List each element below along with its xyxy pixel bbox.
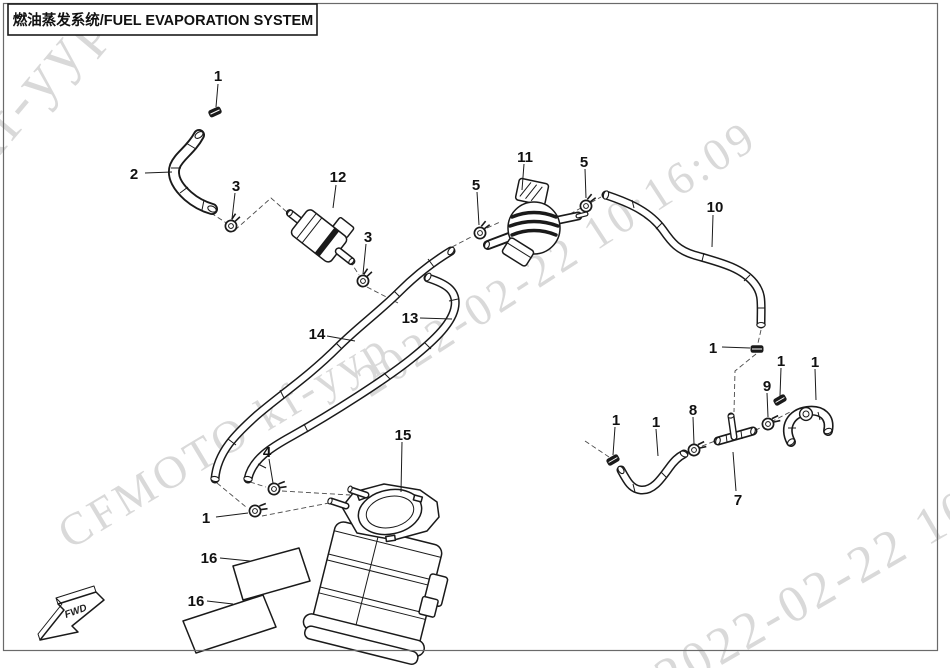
- part-callout-1: 1: [214, 68, 222, 85]
- callout-leader-line: [362, 243, 367, 275]
- ring-clamp-4: [266, 477, 289, 499]
- callout-leader-line: [721, 346, 751, 349]
- callout-leader-line: [711, 214, 714, 248]
- part-callout-14: 14: [309, 326, 326, 343]
- callout-leader-line: [268, 458, 274, 484]
- part-callout-3: 3: [364, 229, 372, 246]
- pad-16-a: [232, 547, 311, 601]
- fwd-marker: FWD: [37, 585, 105, 641]
- part-callout-1: 1: [202, 510, 210, 527]
- part-callout-3: 3: [232, 178, 240, 195]
- callout-leader-line: [144, 171, 173, 174]
- callout-leader-line: [655, 428, 659, 457]
- callout-leader-line: [326, 335, 356, 342]
- callout-leader-line: [419, 317, 453, 320]
- part-callout-1: 1: [709, 340, 717, 357]
- frame-and-title: 燃油蒸发系统/FUEL EVAPORATION SYSTEM: [2, 2, 939, 652]
- title-box: [7, 3, 318, 36]
- valve-11: [483, 177, 589, 267]
- hose-2: [168, 129, 218, 215]
- part-callout-9: 9: [763, 378, 771, 395]
- canister-15: [302, 483, 449, 666]
- part-callout-2: 2: [130, 166, 138, 183]
- part-callout-15: 15: [395, 427, 412, 444]
- drawing-frame: [2, 2, 939, 652]
- page-title: 燃油蒸发系统/FUEL EVAPORATION SYSTEM: [13, 11, 314, 29]
- valve-12: [285, 209, 356, 266]
- callout-leader-line: [476, 191, 480, 226]
- part-callout-11: 11: [517, 149, 533, 166]
- callout-leader-line: [206, 600, 234, 605]
- callout-leader-line: [215, 83, 219, 108]
- callout-leader-line: [732, 451, 737, 492]
- part-callout-1: 1: [652, 414, 660, 431]
- part-callout-13: 13: [402, 310, 419, 327]
- callout-leader-line: [215, 512, 249, 518]
- band-clamp-1: [750, 344, 764, 354]
- hose-14: [210, 246, 456, 484]
- ring-clamp-5: [471, 219, 494, 241]
- part-callout-16: 16: [188, 593, 205, 610]
- hose-13: [243, 272, 460, 484]
- ring-clamp-1: [247, 499, 270, 521]
- callout-leader-line: [766, 392, 769, 418]
- elbow-fitting: [782, 405, 834, 447]
- callout-leader-line: [584, 168, 587, 199]
- band-clamp-1: [207, 105, 223, 119]
- ring-clamp-3: [353, 266, 377, 290]
- callout-leader-line: [692, 416, 695, 445]
- part-callout-16: 16: [201, 550, 218, 567]
- ring-clamp-3: [221, 211, 245, 235]
- hose-10: [601, 190, 766, 329]
- part-callout-5: 5: [472, 177, 480, 194]
- part-callout-4: 4: [263, 444, 272, 461]
- band-clamp-1: [604, 452, 622, 468]
- callout-leader-line: [814, 368, 817, 401]
- t-joint-7: [713, 412, 758, 446]
- part-callout-5: 5: [580, 154, 588, 171]
- callout-leader-line: [219, 557, 251, 562]
- part-callout-1: 1: [777, 353, 785, 370]
- callout-leader-line: [400, 441, 403, 493]
- callout-leader-line: [231, 192, 236, 220]
- part-callout-7: 7: [734, 492, 742, 509]
- callout-leader-line: [612, 426, 616, 456]
- pad-16-b: [182, 594, 277, 654]
- part-callout-1: 1: [612, 412, 620, 429]
- hose-bottom-s: [616, 449, 689, 495]
- watermark-text: 2022-02-22 10: [646, 477, 950, 668]
- callout-leader-line: [332, 184, 337, 209]
- ring-clamp-9: [760, 412, 782, 433]
- part-callout-1: 1: [811, 354, 819, 371]
- part-callout-12: 12: [330, 169, 347, 186]
- part-callout-8: 8: [689, 402, 697, 419]
- part-callout-10: 10: [707, 199, 724, 216]
- ring-clamp-8: [686, 438, 708, 459]
- callout-leader-line: [779, 367, 782, 397]
- callout-leader-line: [521, 163, 525, 191]
